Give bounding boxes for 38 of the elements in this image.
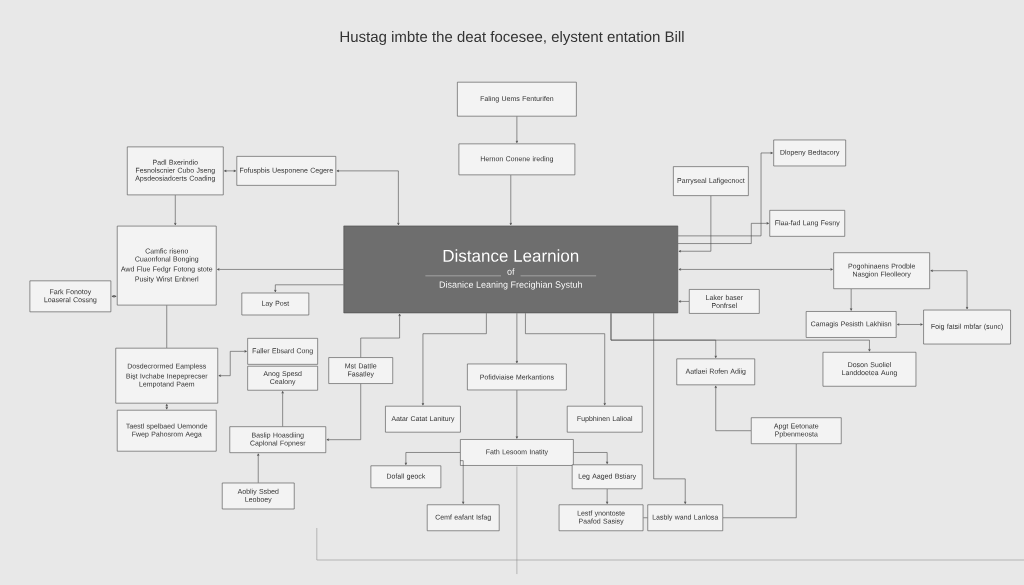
connector-line: [722, 443, 797, 519]
arrow: [281, 391, 284, 427]
arrow: [653, 312, 687, 504]
arrow: [896, 323, 923, 326]
arrow: [217, 268, 344, 271]
connector-line: [166, 305, 168, 349]
arrow: [224, 169, 237, 172]
arrow: [174, 194, 177, 226]
arrow: [850, 288, 853, 311]
arrow: [404, 452, 461, 466]
arrow: [610, 312, 717, 359]
arrow: [515, 312, 518, 364]
arrow: [677, 222, 769, 244]
arrow: [573, 452, 609, 465]
arrow: [677, 151, 773, 237]
arrow: [678, 195, 712, 253]
arrow: [257, 453, 260, 483]
arrow: [606, 488, 609, 504]
arrow: [336, 169, 400, 226]
arrow: [714, 385, 752, 431]
arrow: [678, 300, 690, 303]
arrow: [509, 174, 512, 226]
arrow: [421, 312, 487, 406]
arrow: [678, 268, 833, 271]
arrow: [111, 295, 117, 298]
arrow: [360, 313, 401, 358]
title: Hustag imbte the deat focesee, elystent entation Bill: [340, 31, 684, 45]
arrow: [930, 269, 969, 310]
connector-line: [643, 517, 648, 519]
title-box: Distance Learnion of Disanice Leaning Frecighian Systuh: [343, 225, 679, 314]
arrow: [459, 460, 465, 504]
arrow: [218, 350, 247, 377]
arrow: [274, 284, 344, 293]
arrow: [165, 403, 168, 410]
arrow: [515, 116, 518, 144]
arrow: [525, 312, 606, 406]
arrow: [326, 383, 362, 441]
arrow: [515, 389, 518, 439]
